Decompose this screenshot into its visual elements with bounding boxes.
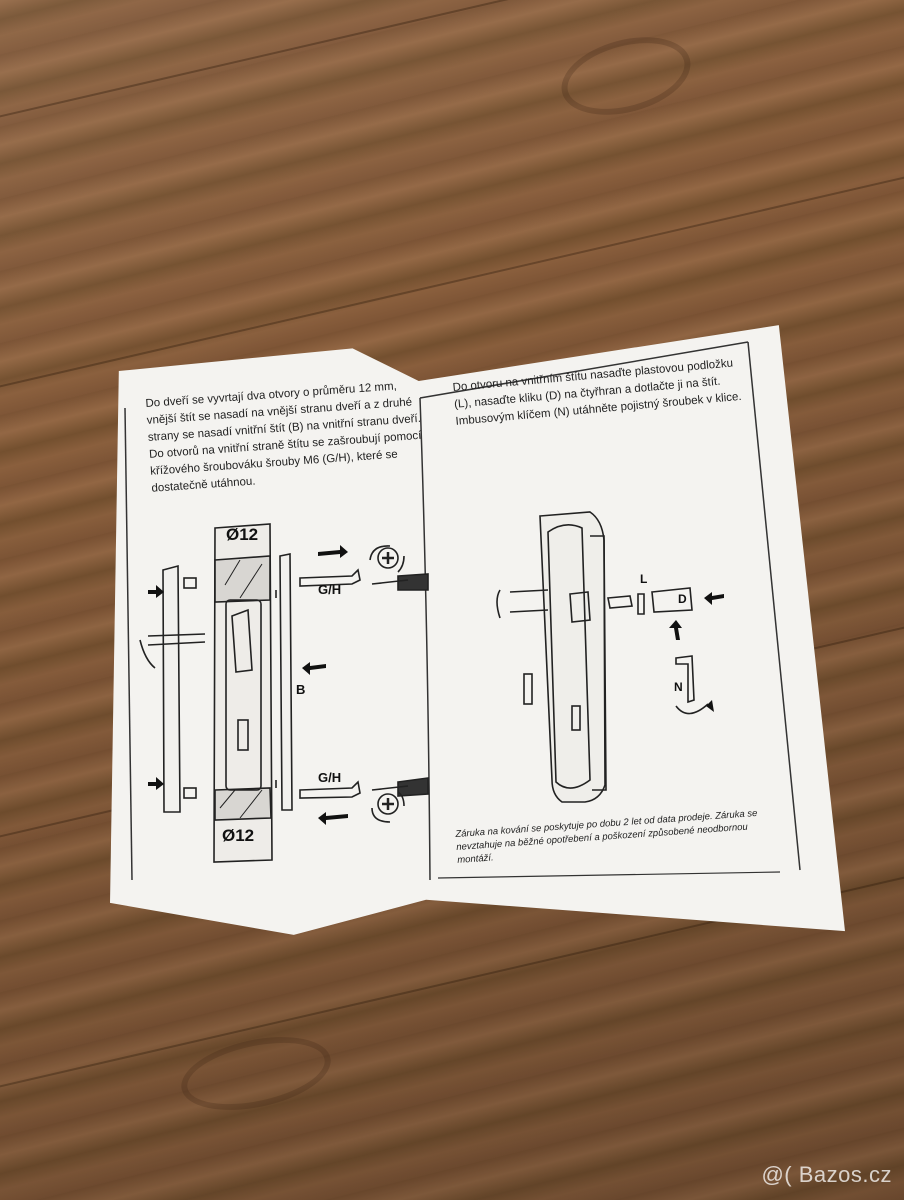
left-arrows (148, 545, 348, 825)
handle-label: D (678, 592, 687, 606)
diameter-label-top: Ø12 (226, 525, 259, 544)
screw-label-bottom: G/H (318, 770, 342, 785)
key-label: N (674, 680, 683, 694)
diameter-label-bottom: Ø12 (222, 826, 255, 845)
bazos-watermark: @( Bazos.cz (761, 1162, 892, 1187)
shield-label: B (296, 682, 306, 697)
left-diagram (139, 523, 429, 863)
right-diagram (496, 511, 709, 803)
washer-label: L (640, 572, 648, 586)
screw-label-top: G/H (318, 582, 342, 597)
right-arrows (669, 592, 724, 712)
left-instructions: Do dveří se vyvrtají dva otvory o průměr… (145, 380, 422, 495)
